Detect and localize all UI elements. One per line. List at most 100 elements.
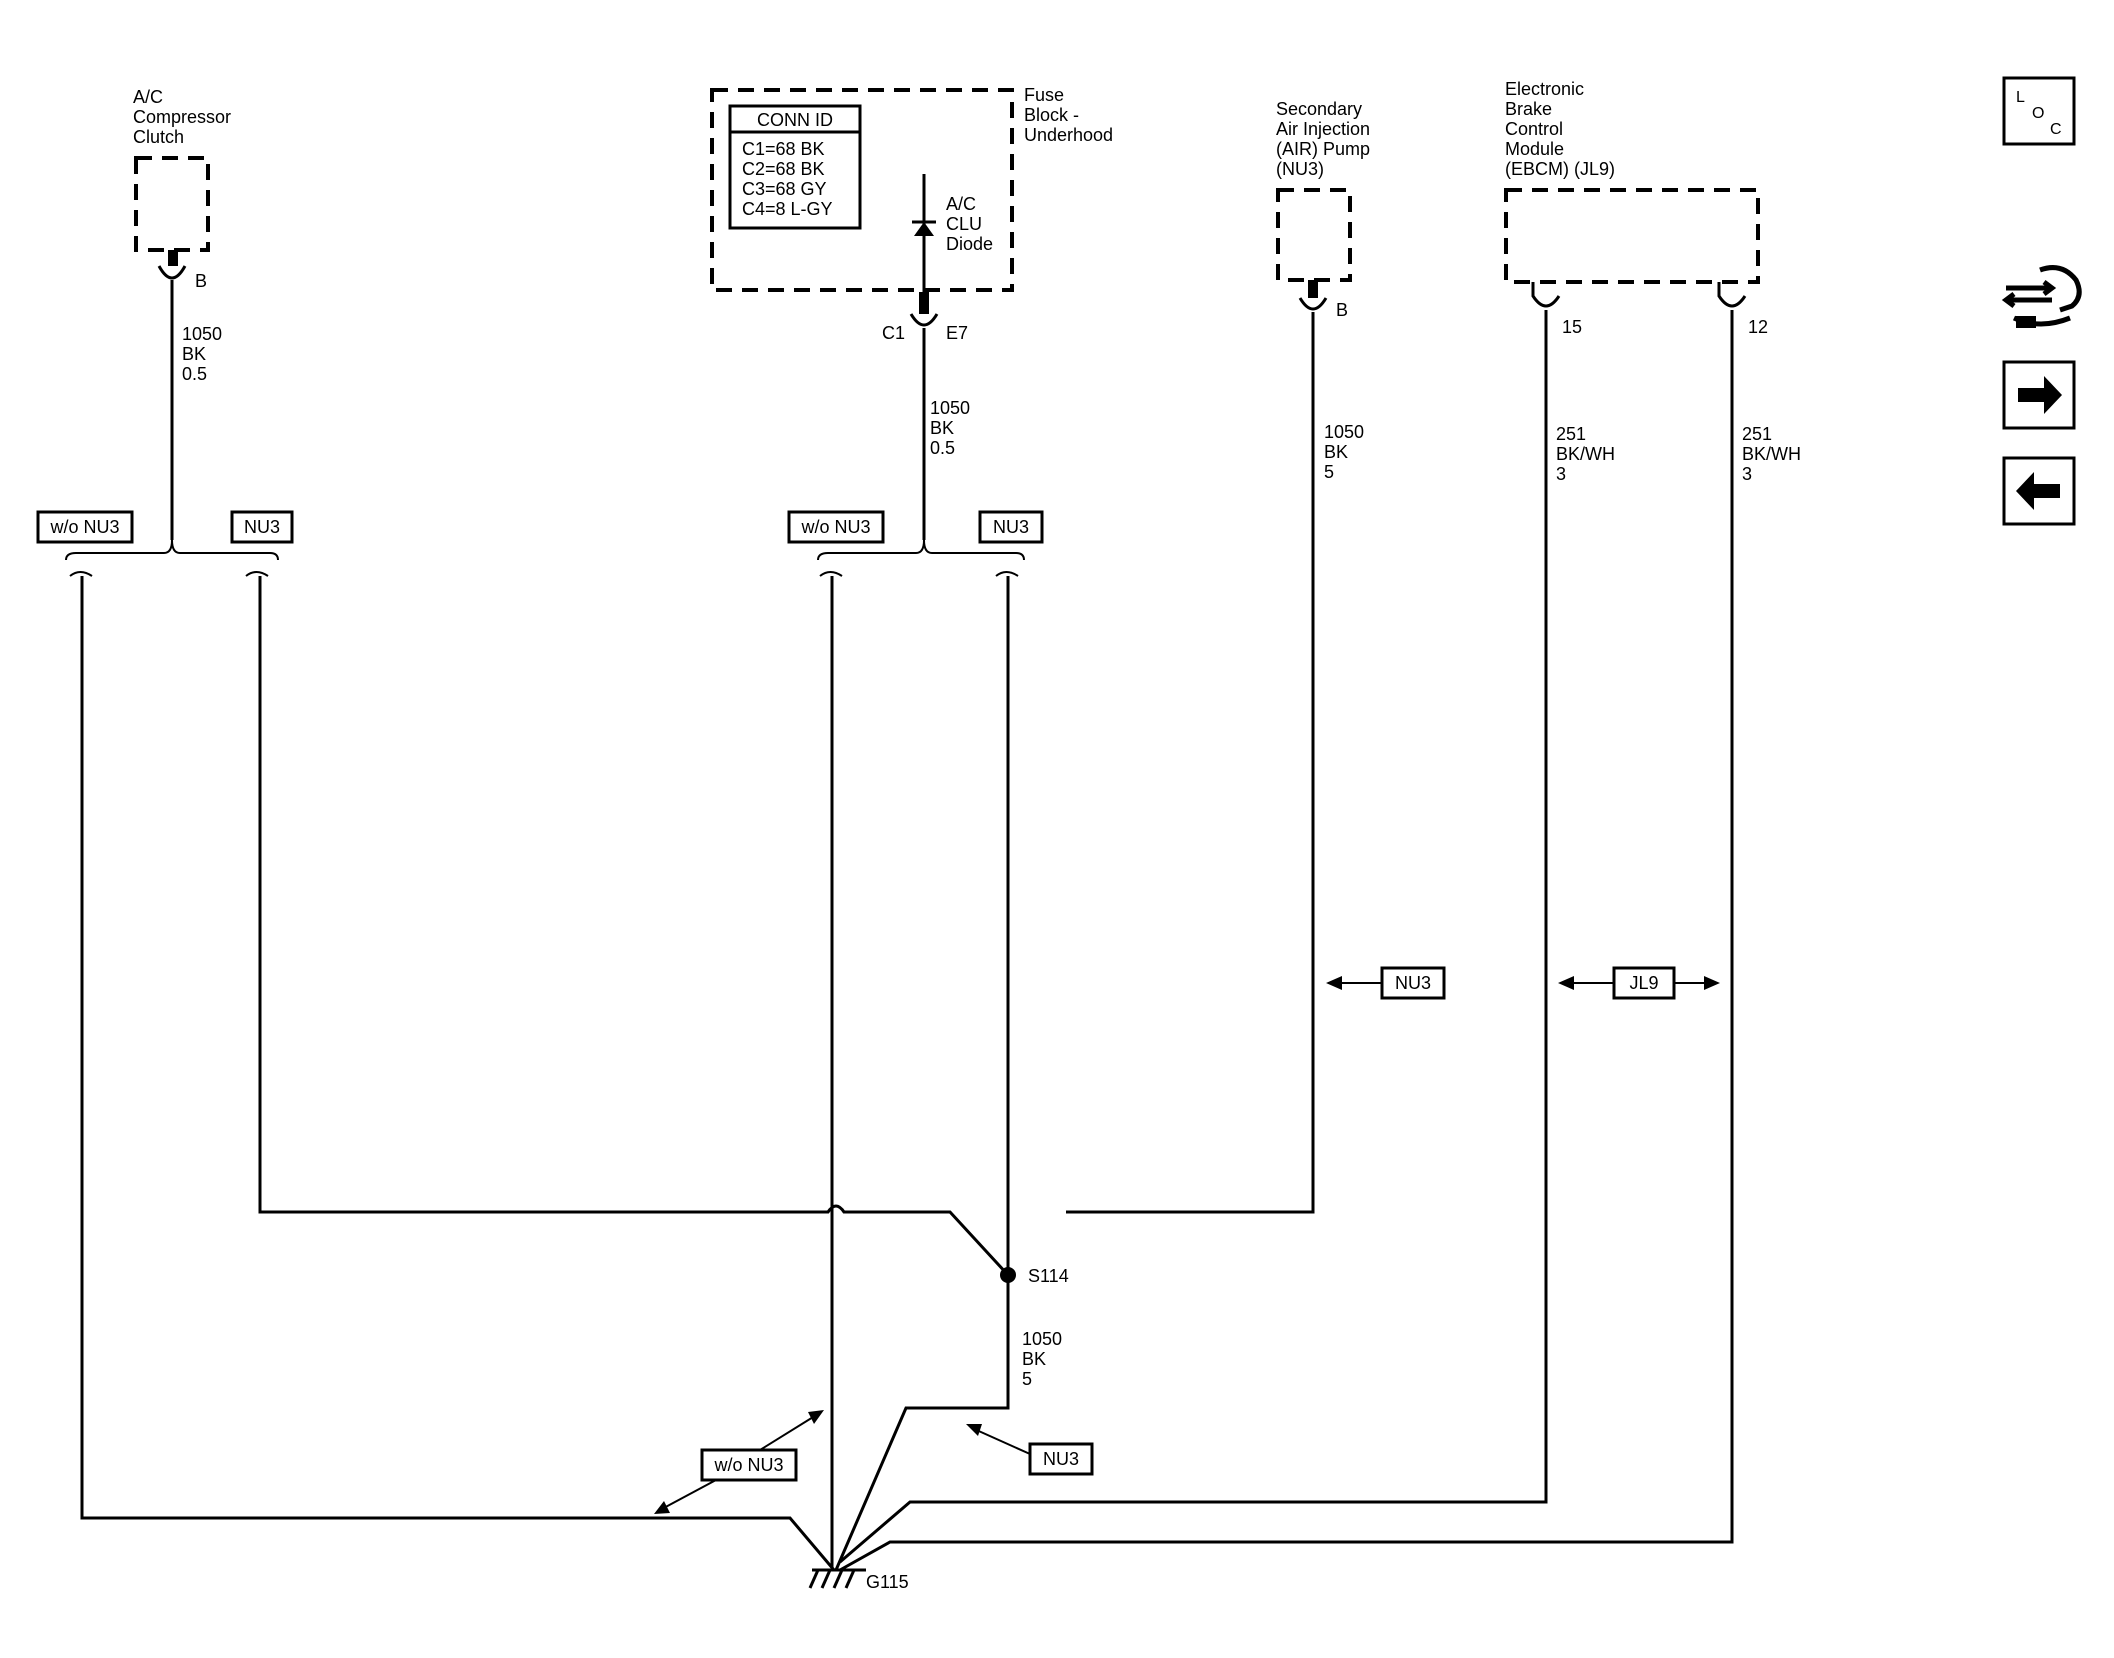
splice-to-ground-wire — [834, 1275, 1010, 1571]
mid-nu3-branch-connector — [995, 571, 1019, 577]
ebcm-label-1: Electronic — [1505, 79, 1584, 99]
bottom-wo-leader-up — [759, 1413, 819, 1451]
ebcm-left-wire-circuit: 251 — [1556, 424, 1586, 444]
air-pump-wire-size: 5 — [1324, 462, 1334, 482]
ebcm-right-wire-circuit: 251 — [1742, 424, 1772, 444]
air-pump-pin-label: B — [1336, 300, 1348, 320]
fuse-block-conn-right: E7 — [946, 323, 968, 343]
left-option-split: w/o NU3 NU3 — [36, 510, 294, 577]
air-pump-connector-symbol — [1298, 297, 1328, 311]
mid-option-brace — [817, 539, 1025, 561]
ebcm-label-4: Module — [1505, 139, 1564, 159]
ac-clutch-label-1: A/C — [133, 87, 163, 107]
diode-label-2: CLU — [946, 214, 982, 234]
ground-routing: S114 1050 BK 5 w/o NU3 NU3 G115 — [80, 576, 1094, 1592]
diode-label-1: A/C — [946, 194, 976, 214]
left-wo-branch-connector — [69, 571, 93, 577]
fuse-block-component-box — [710, 88, 1014, 292]
ebcm-pin-right-label: 12 — [1748, 317, 1768, 337]
conn-id-table — [728, 104, 862, 230]
air-pump-nu3-label: NU3 — [1395, 973, 1431, 993]
splice-wire-color: BK — [1022, 1349, 1046, 1369]
fuse-block-terminal — [919, 292, 929, 314]
air-pump-terminal — [1308, 280, 1318, 298]
air-pump-nu3-option-box — [1380, 966, 1446, 1000]
bottom-nu3-option-box — [1028, 1442, 1094, 1476]
conn-id-row-2: C2=68 BK — [742, 159, 825, 179]
conn-id-row-3: C3=68 GY — [742, 179, 827, 199]
air-pump-label-4: (NU3) — [1276, 159, 1324, 179]
fuse-block-label-3: Underhood — [1024, 125, 1113, 145]
mid-nu3-label: NU3 — [993, 517, 1029, 537]
fuse-block-conn-left: C1 — [882, 323, 905, 343]
left-wo-nu3-option-box — [36, 510, 134, 544]
splice-wire-size: 5 — [1022, 1369, 1032, 1389]
ebcm-jl9-label: JL9 — [1629, 973, 1658, 993]
ebcm-left-wire — [839, 310, 1548, 1564]
ebcm-option-arrow-left-icon — [1558, 976, 1574, 990]
ac-clutch-component-box — [134, 156, 210, 252]
mid-nu3-option-box — [978, 510, 1044, 544]
bottom-wo-nu3-label: w/o NU3 — [713, 1455, 783, 1475]
bottom-wo-nu3-option-box — [700, 1448, 798, 1482]
conn-id-row-1: C1=68 BK — [742, 139, 825, 159]
ground-g115-icon — [808, 1568, 866, 1589]
air-pump-wire — [1066, 312, 1315, 1214]
ac-compressor-clutch: A/C Compressor Clutch B 1050 BK 0.5 — [133, 87, 231, 540]
nav-toolbar: L O C — [2001, 76, 2082, 526]
ac-clutch-wire-color: BK — [182, 344, 206, 364]
splice-id-label: S114 — [1028, 1266, 1069, 1286]
bottom-nu3-leader — [971, 1427, 1031, 1455]
bottom-nu3-arrow-icon — [966, 1424, 982, 1436]
ebcm-option-arrow-right-icon — [1704, 976, 1720, 990]
air-pump-wire-color: BK — [1324, 442, 1348, 462]
ebcm-pin-left-label: 15 — [1562, 317, 1582, 337]
ac-clutch-nu3-wire — [258, 576, 1010, 1277]
air-pump-label-2: Air Injection — [1276, 119, 1370, 139]
ebcm-left-wire-size: 3 — [1556, 464, 1566, 484]
bottom-wo-arrow-down-icon — [654, 1501, 670, 1514]
left-wo-nu3-label: w/o NU3 — [49, 517, 119, 537]
left-nu3-label: NU3 — [244, 517, 280, 537]
ebcm-right-wire-color: BK/WH — [1742, 444, 1801, 464]
ac-clutch-terminal — [168, 250, 178, 266]
loc-letter-c: C — [2050, 121, 2062, 138]
ebcm-right-connector-symbol — [1717, 282, 1747, 308]
secondary-air-pump: Secondary Air Injection (AIR) Pump (NU3)… — [1066, 99, 1446, 1214]
ac-clutch-label-3: Clutch — [133, 127, 184, 147]
arrow-left-icon[interactable] — [2002, 456, 2076, 526]
air-pump-wire-circuit: 1050 — [1324, 422, 1364, 442]
air-pump-label-1: Secondary — [1276, 99, 1362, 119]
ebcm-module: Electronic Brake Control Module (EBCM) (… — [839, 79, 1801, 1572]
arrow-right-icon[interactable] — [2002, 360, 2076, 430]
ebcm-label-2: Brake — [1505, 99, 1552, 119]
loc-icon[interactable]: L O C — [2002, 76, 2076, 146]
ebcm-right-wire — [839, 310, 1734, 1572]
conn-id-title: CONN ID — [757, 110, 833, 130]
ebcm-component-box — [1504, 188, 1760, 284]
fuse-block-wire-color: BK — [930, 418, 954, 438]
mid-wo-nu3-label: w/o NU3 — [800, 517, 870, 537]
ac-clutch-label-2: Compressor — [133, 107, 231, 127]
fuse-block-wire-circuit: 1050 — [930, 398, 970, 418]
splice-wire-circuit: 1050 — [1022, 1329, 1062, 1349]
left-nu3-option-box — [230, 510, 294, 544]
ebcm-label-3: Control — [1505, 119, 1563, 139]
air-pump-option-arrow-icon — [1326, 976, 1342, 990]
air-pump-component-box — [1276, 188, 1352, 282]
fuse-block-label-2: Block - — [1024, 105, 1079, 125]
loc-letter-l: L — [2016, 89, 2025, 106]
loc-letter-o: O — [2032, 105, 2044, 122]
bottom-wo-arrow-up-icon — [808, 1410, 824, 1424]
ebcm-right-wire-size: 3 — [1742, 464, 1752, 484]
ebcm-jl9-option-box — [1612, 966, 1676, 1000]
bottom-nu3-label: NU3 — [1043, 1449, 1079, 1469]
ac-clutch-pin-label: B — [195, 271, 207, 291]
air-pump-label-3: (AIR) Pump — [1276, 139, 1370, 159]
fuse-block-underhood: Fuse Block - Underhood CONN ID C1=68 BK … — [710, 85, 1113, 540]
fuse-block-wire-size: 0.5 — [930, 438, 955, 458]
ground-id-label: G115 — [866, 1572, 909, 1592]
ac-clutch-wo-nu3-ground-wire — [80, 576, 836, 1571]
connector-hand-icon[interactable] — [2001, 265, 2082, 328]
